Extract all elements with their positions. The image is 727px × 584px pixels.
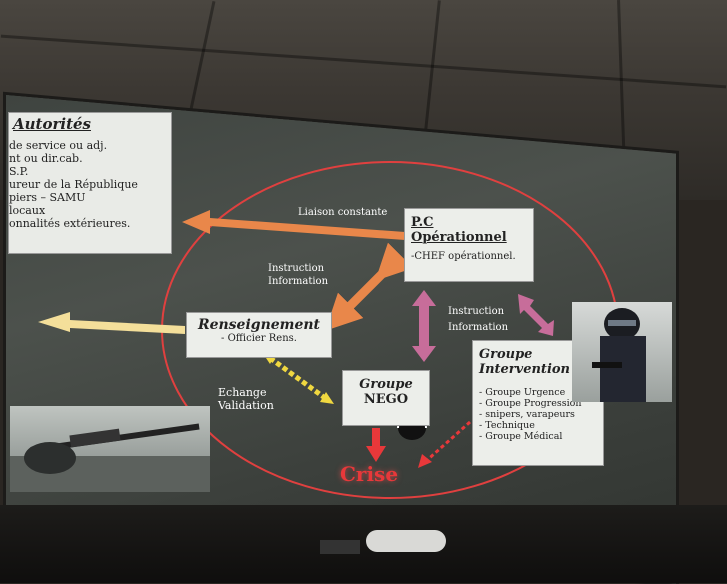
pc-nego-arrow [412,290,436,362]
pc-rens-arrow [325,242,414,331]
intervention-title-line: Groupe [479,347,533,362]
intervention-crise-arrow [424,420,471,464]
liaison-label: Liaison constante [298,207,388,218]
renseignement-arrow [38,312,185,334]
instruction-right-line: Information [448,322,509,333]
renseignement-box: Renseignement - Officier Rens. [186,312,332,358]
authorities-line: locaux [9,204,46,217]
authorities-title: Autorités [13,115,91,133]
pc-title: P.C Opérationnel [411,215,507,245]
nego-title-line: Groupe [359,377,413,392]
authorities-line: S.P. [9,165,29,178]
renseignement-subtitle: - Officier Rens. [221,333,297,344]
authorities-line: piers – SAMU [9,191,86,204]
instruction-left-line: Information [268,276,329,287]
authorities-line: de service ou adj. [9,139,108,152]
echange-line: Validation [218,399,274,412]
rens-nego-arrow [268,355,327,401]
pc-subtitle: -CHEF opérationnel. [411,251,516,262]
intervention-box: Groupe Intervention - Groupe Urgence - G… [472,340,604,466]
intervention-item: - Groupe Médical [479,431,563,442]
projector-object [366,530,446,552]
nego-box: Groupe NEGO [342,370,430,426]
soldier-photo [572,302,672,402]
intervention-item: - Technique [479,420,535,431]
instruction-right-label: Instruction Information [448,304,508,336]
instruction-right-line: Instruction [448,306,505,317]
desk-device [320,540,360,554]
authorities-line: nt ou dir.cab. [9,152,83,165]
room-floor [0,505,727,583]
authorities-line: ureur de la République [9,178,138,191]
instruction-left-line: Instruction [268,263,325,274]
authorities-list: de service ou adj. nt ou dir.cab. S.P. u… [9,135,171,230]
intervention-item: - Groupe Urgence [479,387,566,398]
renseignement-title: Renseignement [197,317,321,333]
nego-crise-arrow [366,428,386,462]
intervention-item: - Groupe Progression [479,398,582,409]
authorities-line: onnalités extérieures. [9,217,131,230]
nego-title-line: NEGO [363,392,409,407]
pc-intervention-arrow [518,294,554,336]
instruction-left-label: Instruction Information [268,262,328,288]
echange-line: Echange [218,386,267,399]
liaison-arrow [182,210,405,240]
crise-label: Crise [340,462,399,486]
sniper-photo [10,406,210,492]
intervention-item: - snipers, varapeurs [479,409,575,420]
intervention-list: - Groupe Urgence - Groupe Progression - … [473,383,603,446]
intervention-title-line: Intervention [479,362,570,377]
echange-label: Echange Validation [218,386,274,412]
authorities-panel: Autorités de service ou adj. nt ou dir.c… [8,112,172,254]
pc-operationnel-box: P.C Opérationnel -CHEF opérationnel. [404,208,534,282]
